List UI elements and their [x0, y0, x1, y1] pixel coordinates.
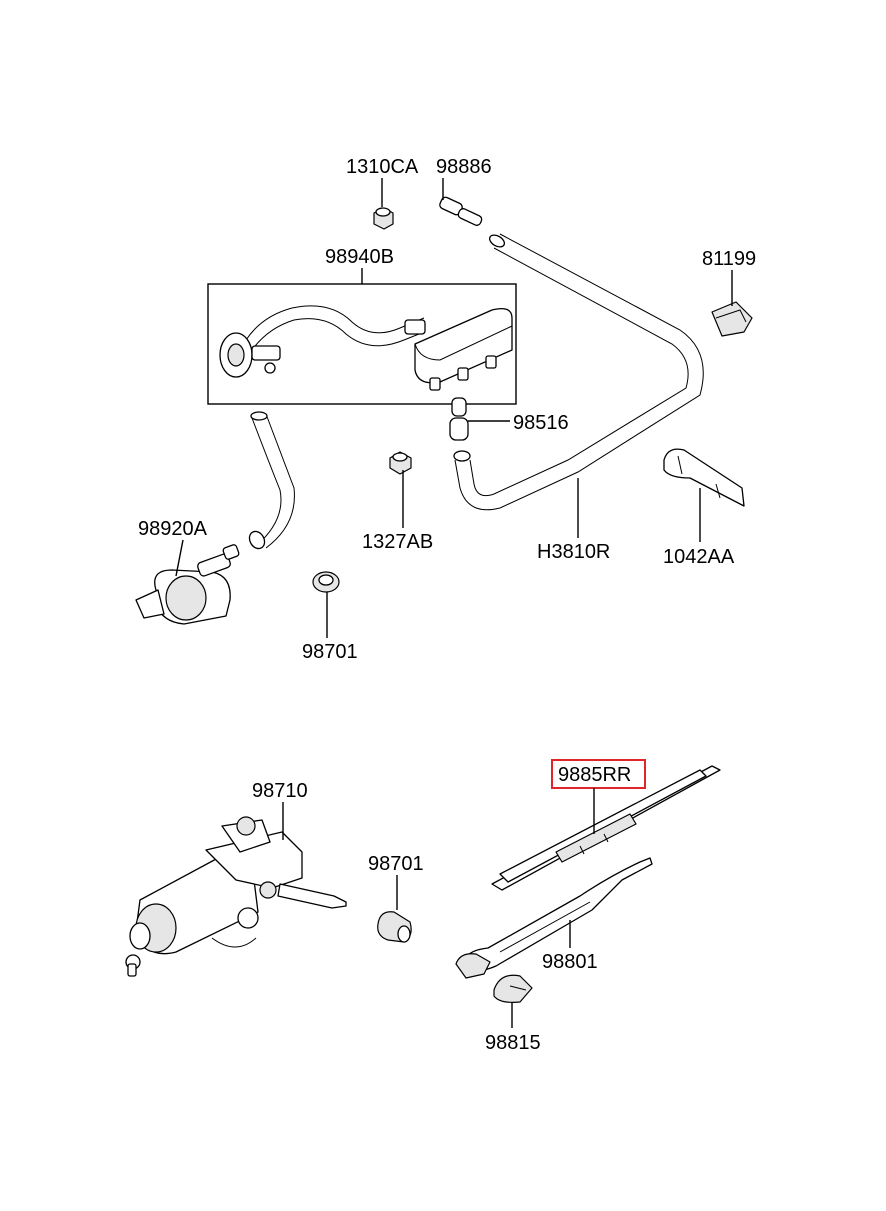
- part-98701-grommet-lower[interactable]: [377, 911, 412, 943]
- part-98516-connector[interactable]: [449, 397, 469, 441]
- label-98701-upper[interactable]: 98701: [302, 641, 358, 663]
- part-1310CA-nut[interactable]: [373, 207, 394, 230]
- label-98920A[interactable]: 98920A: [138, 518, 208, 540]
- assembly-box-98940B: [207, 283, 517, 405]
- part-short-hose[interactable]: [246, 411, 295, 551]
- highlight-box-9885RR: [551, 759, 646, 789]
- leader-98920A: [175, 539, 184, 577]
- part-9885RR-wiper-blade[interactable]: [491, 765, 721, 891]
- label-98815[interactable]: 98815: [485, 1032, 541, 1054]
- label-1327AB[interactable]: 1327AB: [362, 531, 433, 553]
- part-98886-connector[interactable]: [438, 196, 483, 227]
- label-1310CA[interactable]: 1310CA: [346, 156, 419, 178]
- part-98920A-washer-pump[interactable]: [135, 544, 240, 625]
- part-98815-cover[interactable]: [493, 974, 533, 1003]
- label-H3810R[interactable]: H3810R: [537, 541, 610, 563]
- part-98940B-valve-assembly[interactable]: [219, 305, 513, 391]
- label-98516[interactable]: 98516: [513, 412, 569, 434]
- part-98701-grommet-upper[interactable]: [312, 571, 340, 593]
- part-H3810R-hose[interactable]: [453, 233, 704, 511]
- part-98710-wiper-motor[interactable]: [125, 816, 347, 977]
- label-98801[interactable]: 98801: [542, 951, 598, 973]
- part-98801-wiper-arm[interactable]: [455, 857, 653, 979]
- label-81199[interactable]: 81199: [702, 248, 756, 270]
- label-98886[interactable]: 98886: [436, 156, 492, 178]
- label-98701-lower[interactable]: 98701: [368, 853, 424, 875]
- label-98710[interactable]: 98710: [252, 780, 308, 802]
- part-1327AB-nut[interactable]: [389, 451, 412, 475]
- label-9885RR[interactable]: 9885RR: [558, 764, 631, 786]
- label-1042AA[interactable]: 1042AA: [663, 546, 735, 568]
- label-98940B[interactable]: 98940B: [325, 246, 394, 268]
- part-1042AA-clamp[interactable]: [663, 448, 745, 507]
- part-81199-clip[interactable]: [711, 301, 753, 337]
